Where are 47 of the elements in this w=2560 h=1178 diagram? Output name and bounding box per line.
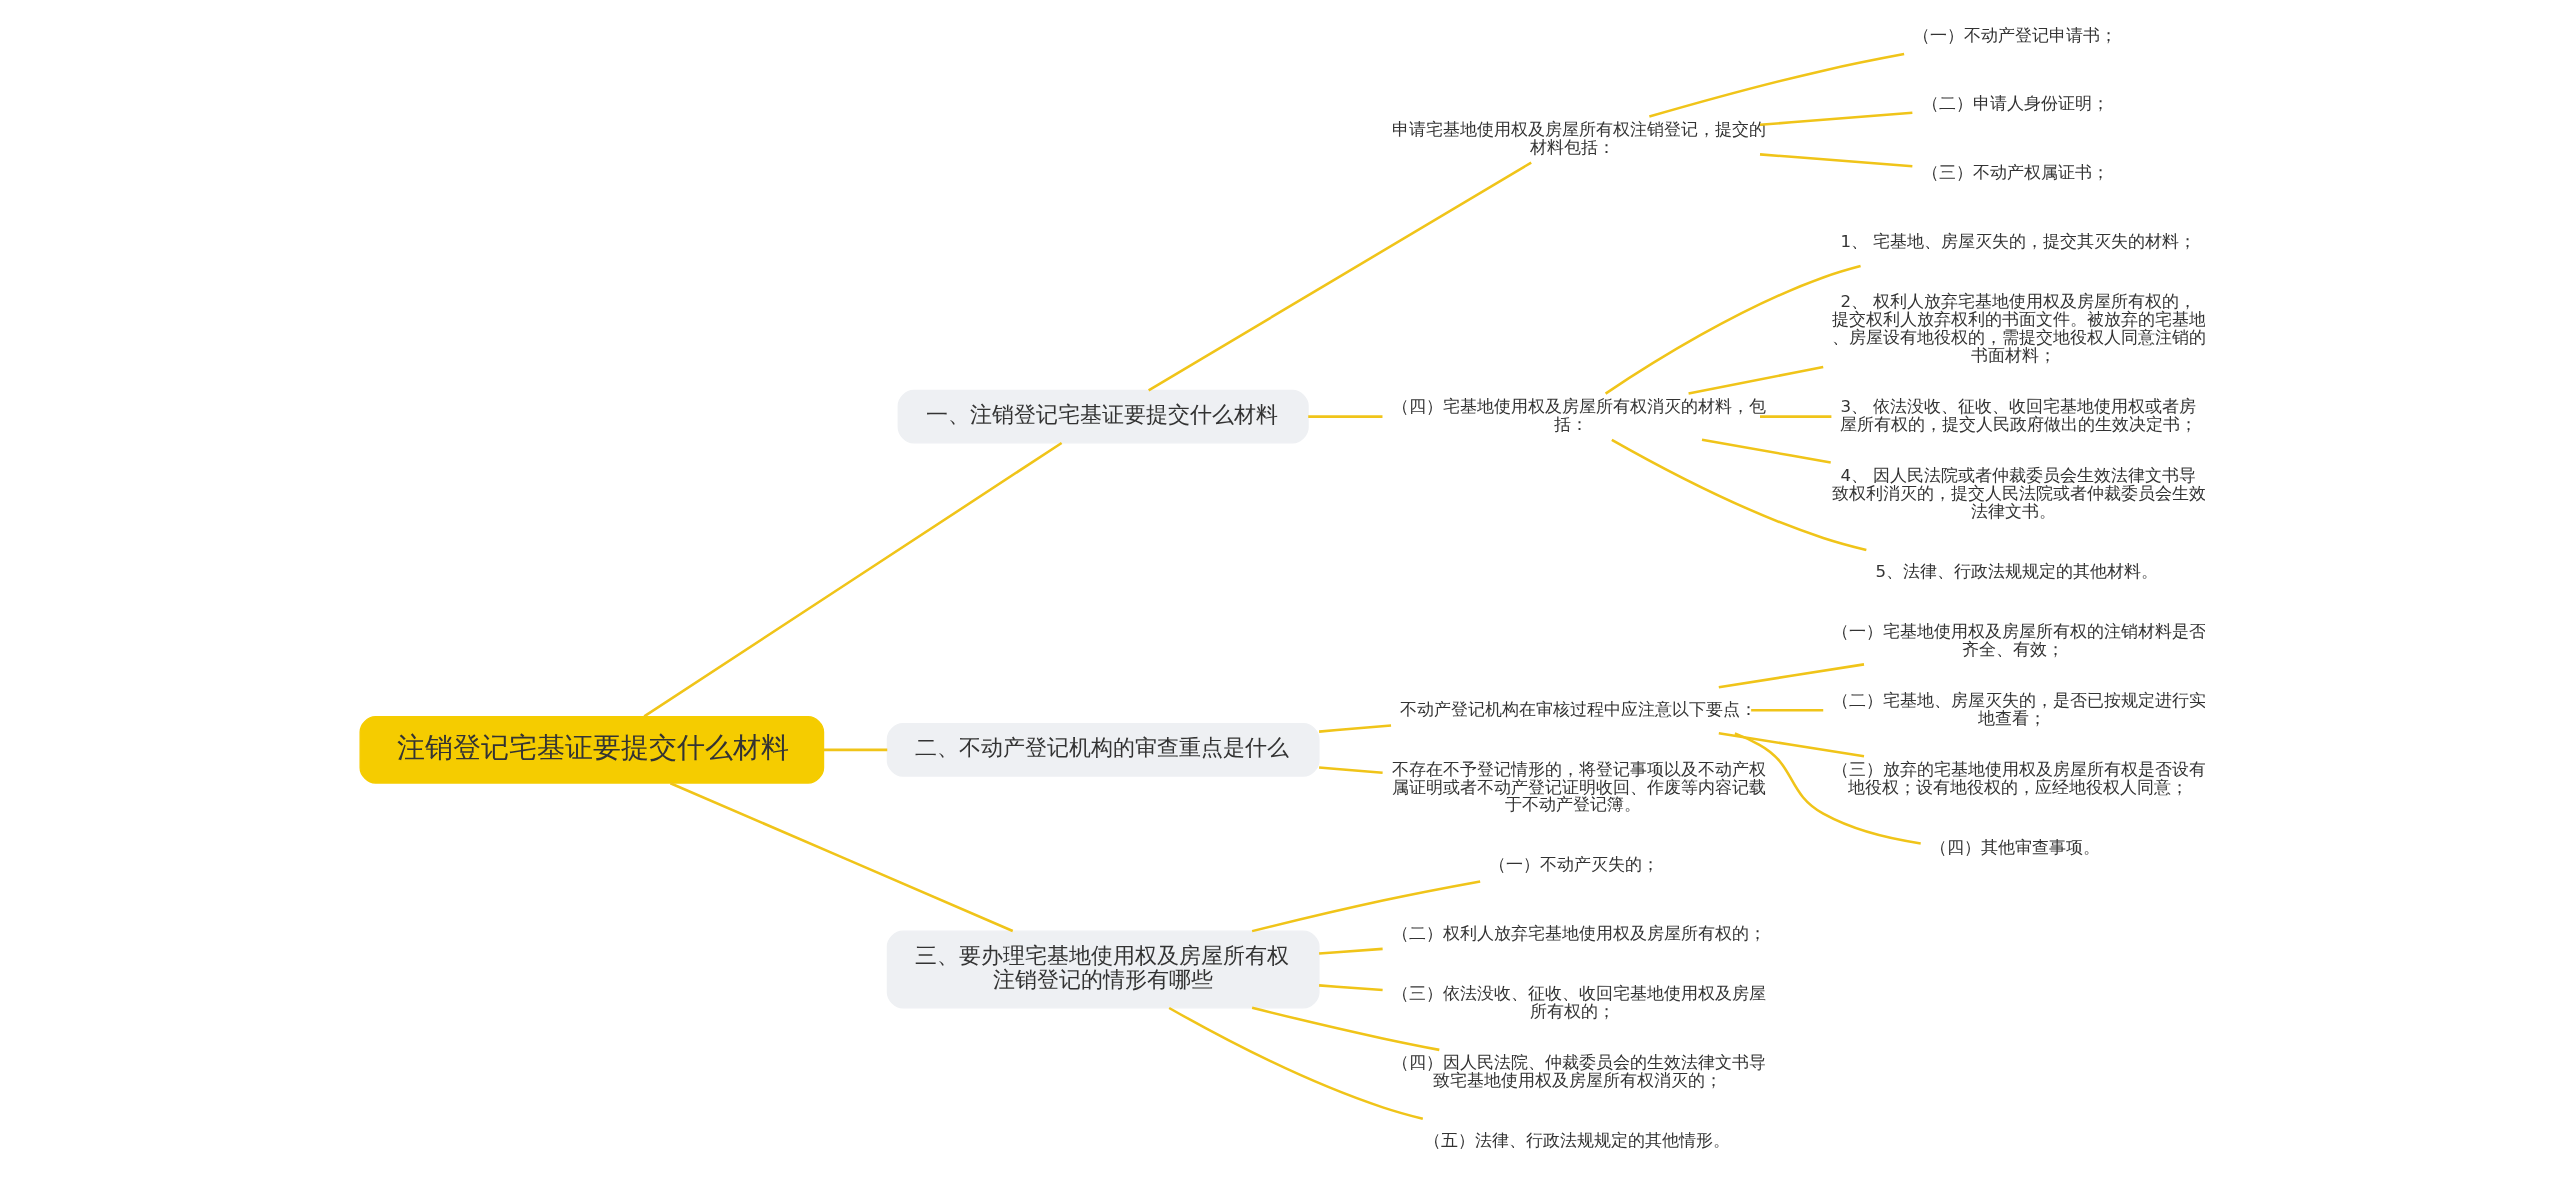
node-box: 三、要办理宅基地使用权及房屋所有权注销登记的情形有哪些 — [886, 930, 1320, 1009]
node-text: （三）不动产权属证书； — [1921, 163, 2109, 183]
connector — [1251, 880, 1481, 933]
connector — [1604, 264, 1861, 395]
node-text: 不动产登记机构在审核过程中应注意以下要点： — [1400, 699, 1758, 719]
node-text: （三）放弃的宅基地使用权及房屋所有权是否设有地役权；设有地役权的，应经地役权人同意； — [1832, 759, 2207, 797]
node-box: 注销登记宅基证要提交什么材料 — [359, 716, 825, 784]
connector — [1318, 724, 1392, 733]
connector — [1759, 111, 1913, 127]
node-box: 一、注销登记宅基证要提交什么材料 — [897, 389, 1309, 444]
node-text: 3、 依法没收、征收、收回宅基地使用权或者房屋所有权的，提交人民政府做出的生效决定书； — [1840, 397, 2198, 434]
connector — [1168, 1006, 1424, 1120]
connector — [1319, 947, 1383, 955]
connector — [1734, 732, 1921, 845]
connector — [669, 782, 1014, 933]
node-text: （二）权利人放弃宅基地使用权及房屋所有权的； — [1391, 924, 1766, 944]
connector — [1319, 984, 1383, 992]
connector — [1701, 438, 1831, 464]
connector — [1649, 52, 1905, 118]
node-text: 5、法律、行政法规规定的其他材料。 — [1875, 561, 2159, 581]
node-text: 4、 因人民法院或者仲裁委员会生效法律文书导致权利消灭的，提交人民法院或者仲裁委员会生效法律文书。 — [1832, 465, 2207, 521]
connector — [823, 748, 888, 752]
node-text: （五）法律、行政法规规定的其他情形。 — [1424, 1131, 1731, 1151]
connector — [1308, 415, 1383, 418]
connector — [1718, 663, 1865, 689]
node-text: （四）宅基地使用权及房屋所有权消灭的材料，包括： — [1391, 397, 1766, 434]
node-text: （四）其他审查事项。 — [1929, 837, 2100, 857]
node-text: （二）宅基地、房屋灭失的，是否已按规定进行实地查看； — [1832, 690, 2207, 728]
connector — [1760, 415, 1832, 418]
node-text: （一）不动产灭失的； — [1489, 855, 1660, 875]
connector — [1148, 161, 1532, 392]
node-box: 二、不动产登记机构的审查重点是什么 — [886, 723, 1320, 777]
connector — [1688, 365, 1824, 395]
node-text: （四）因人民法院、仲裁委员会的生效法律文书导致宅基地使用权及房屋所有权消灭的； — [1391, 1053, 1766, 1091]
connector — [643, 441, 1063, 718]
node-text: 1、 宅基地、房屋灭失的，提交其灭失的材料； — [1840, 232, 2197, 252]
node-text: （三）依法没收、征收、收回宅基地使用权及房屋所有权的； — [1391, 984, 1766, 1022]
connector — [1718, 732, 1865, 758]
connector — [1751, 709, 1824, 712]
connector — [1611, 438, 1867, 552]
node-text: 申请宅基地使用权及房屋所有权注销登记，提交的材料包括： — [1391, 119, 1766, 157]
node-text: （二）申请人身份证明； — [1921, 94, 2109, 114]
connector — [1759, 153, 1913, 168]
connector — [1318, 766, 1383, 775]
connector — [1251, 1006, 1440, 1052]
node-text: （一）不动产登记申请书； — [1913, 25, 2118, 45]
node-text: 不存在不予登记情形的，将登记事项以及不动产权属证明或者不动产登记证明收回、作废等内容记载于不动产登记簿。 — [1391, 759, 1766, 815]
